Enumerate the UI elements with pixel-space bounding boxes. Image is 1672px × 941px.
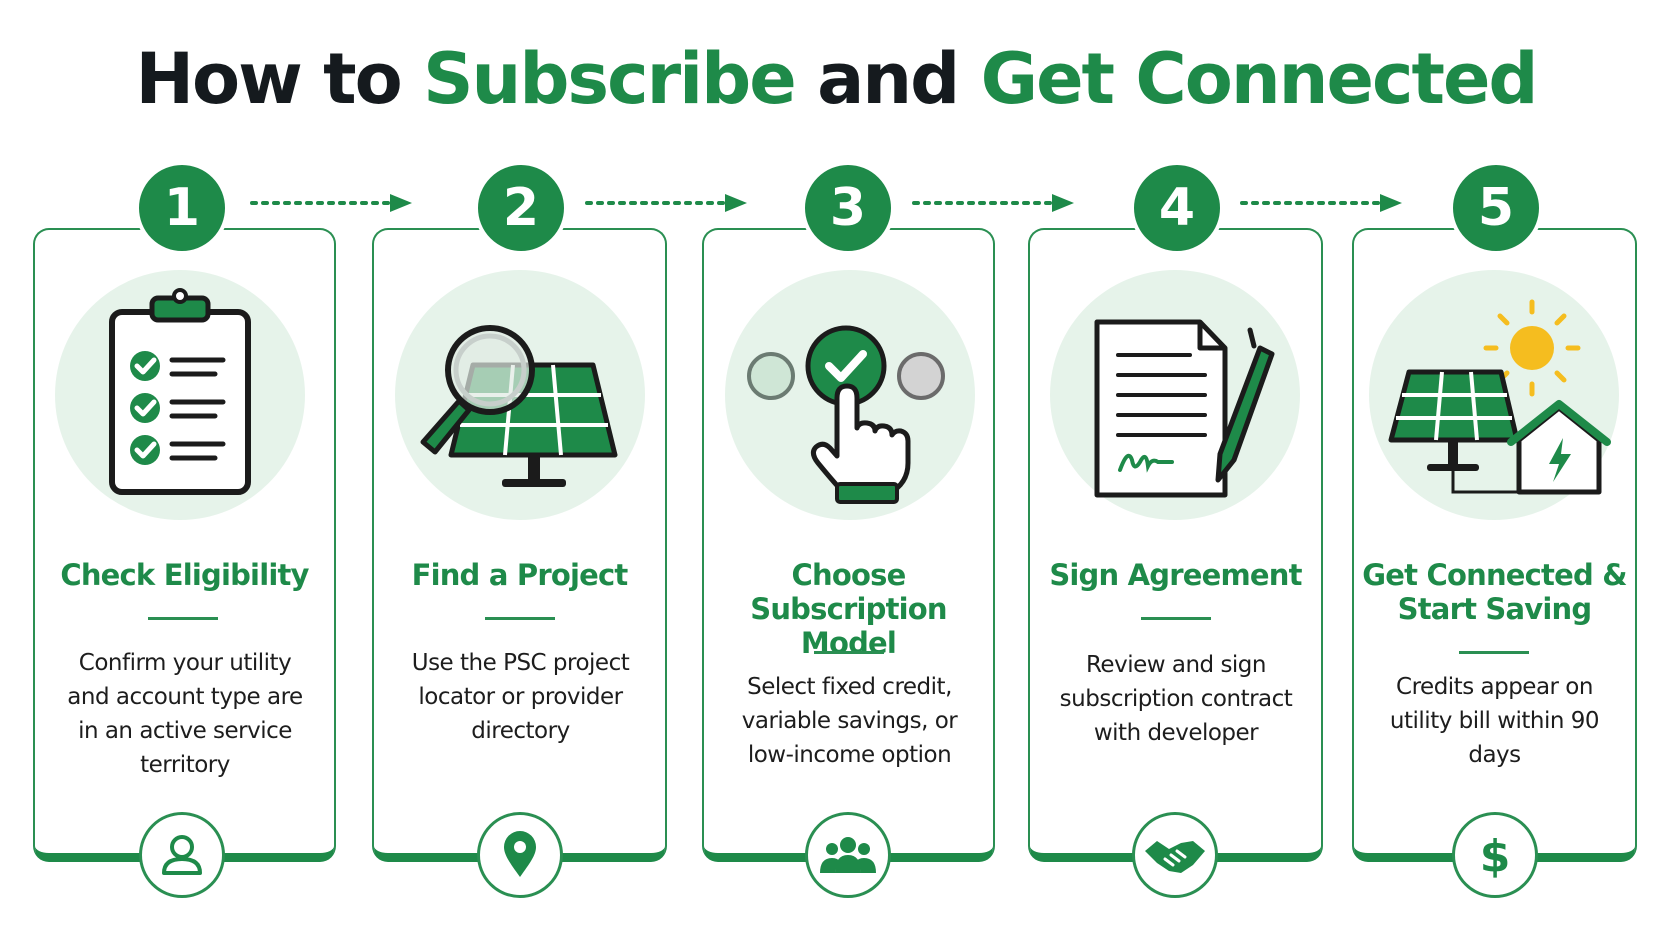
step-illustration-4	[1050, 270, 1300, 520]
dotted-arrow-icon	[585, 194, 747, 212]
group-icon	[820, 837, 876, 873]
dollar-icon: $	[1480, 831, 1511, 882]
step-divider-1	[148, 617, 218, 620]
step-illustration-2	[395, 270, 645, 520]
dotted-arrow-icon	[1240, 194, 1402, 212]
hand-select-option-icon	[747, 325, 945, 504]
solar-house-sun-icon	[1388, 299, 1611, 495]
user-icon	[162, 835, 202, 875]
step-number-4: 4	[1130, 161, 1224, 255]
step-badge-5: $	[1452, 812, 1538, 898]
step-title-4: Sign Agreement	[1049, 558, 1302, 592]
magnifier-solar-panel-icon	[420, 325, 618, 487]
location-pin-icon	[504, 831, 536, 877]
dotted-arrow-icon	[250, 194, 412, 212]
step-illustration-3	[725, 270, 975, 520]
title-part-4: Get Connected	[980, 38, 1539, 120]
step-divider-3	[814, 651, 884, 654]
step-description-5: Credits appear on utility bill within 90…	[1389, 674, 1600, 768]
clipboard-checklist-icon	[109, 288, 251, 495]
step-badge-2	[477, 812, 563, 898]
step-divider-2	[485, 617, 555, 620]
step-badge-3	[805, 812, 891, 898]
step-title-3: Choose Subscription Model	[750, 558, 947, 660]
title-part-1: How to	[135, 38, 424, 120]
handshake-icon	[1145, 841, 1205, 873]
step-title-2: Find a Project	[411, 558, 629, 592]
step-divider-4	[1141, 617, 1211, 620]
step-badge-1	[139, 812, 225, 898]
svg-text:$: $	[1480, 831, 1511, 882]
step-divider-5	[1459, 651, 1529, 654]
document-pen-icon	[1094, 319, 1275, 498]
step-title-1: Check Eligibility	[60, 558, 309, 592]
page-title: How to Subscribe and Get Connected	[0, 38, 1672, 120]
step-number-5: 5	[1449, 161, 1543, 255]
dotted-arrow-icon	[912, 194, 1074, 212]
title-part-2: Subscribe	[423, 38, 797, 120]
step-number-1: 1	[135, 161, 229, 255]
step-number-3: 3	[801, 161, 895, 255]
step-description-2: Use the PSC project locator or provider …	[411, 650, 630, 744]
step-number-2: 2	[474, 161, 568, 255]
step-badge-4	[1132, 812, 1218, 898]
title-part-3: and	[794, 38, 981, 120]
step-title-5: Get Connected & Start Saving	[1362, 558, 1627, 626]
step-description-1: Confirm your utility and account type ar…	[67, 650, 303, 778]
step-description-3: Select fixed credit, variable savings, o…	[741, 674, 958, 768]
step-description-4: Review and sign subscription contract wi…	[1059, 652, 1293, 746]
step-illustration-1	[55, 270, 305, 520]
step-illustration-5	[1369, 270, 1619, 520]
